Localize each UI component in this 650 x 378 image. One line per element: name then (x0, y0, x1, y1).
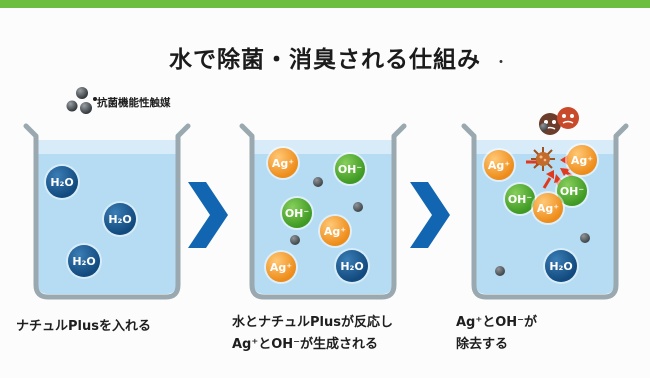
caption-step2: 水とナチュルPlusが反応し Ag⁺とOH⁻が生成される (232, 312, 393, 356)
hydroxide-ion: OH⁻ (505, 184, 535, 214)
bacteria-icon (531, 147, 555, 171)
caption-step1: ナチュルPlusを入れる (16, 316, 151, 338)
title-mark: ・ (494, 55, 508, 71)
catalyst-particle (540, 123, 548, 131)
catalyst-particle (353, 202, 363, 212)
caption-step2-line1: 水とナチュルPlusが反応し (232, 315, 393, 330)
odor-icon (539, 107, 579, 135)
h2o-molecule: H₂O (104, 203, 136, 235)
caption-step3-line2: 除去する (456, 337, 509, 352)
catalyst-particle (495, 266, 505, 276)
beaker-step2 (238, 122, 408, 302)
top-accent-band (0, 0, 650, 8)
h2o-molecule: H₂O (68, 245, 100, 277)
right-arrow-icon (188, 182, 228, 248)
h2o-molecule: H₂O (46, 166, 78, 198)
silver-ion: Ag⁺ (266, 252, 296, 282)
caption-step3: Ag⁺とOH⁻が 除去する (456, 312, 537, 356)
h2o-molecule: H₂O (545, 250, 577, 282)
caption-step2-line2: Ag⁺とOH⁻が生成される (232, 337, 379, 352)
silver-ion: Ag⁺ (533, 193, 563, 223)
right-arrow-icon (410, 182, 450, 248)
caption-step3-line1: Ag⁺とOH⁻が (456, 315, 538, 330)
catalyst-particle (580, 233, 590, 243)
catalyst-particle (290, 235, 300, 245)
catalyst-particle (313, 177, 323, 187)
hydroxide-ion: OH⁻ (335, 154, 365, 184)
hydroxide-ion: OH⁻ (557, 176, 587, 206)
catalyst-label: 抗菌機能性触媒 (97, 97, 171, 109)
silver-ion: Ag⁺ (567, 145, 597, 175)
silver-ion: Ag⁺ (320, 216, 350, 246)
beaker-icon (239, 123, 407, 300)
hydroxide-ion: OH⁻ (282, 198, 312, 228)
silver-ion: Ag⁺ (484, 150, 514, 180)
caption-step1-line1: ナチュルPlusを入れる (16, 319, 151, 334)
catalyst-particle-icon (66, 87, 97, 114)
h2o-molecule: H₂O (336, 250, 368, 282)
page-title: 水で除菌・消臭される仕組み (169, 47, 481, 73)
silver-ion: Ag⁺ (268, 148, 298, 178)
